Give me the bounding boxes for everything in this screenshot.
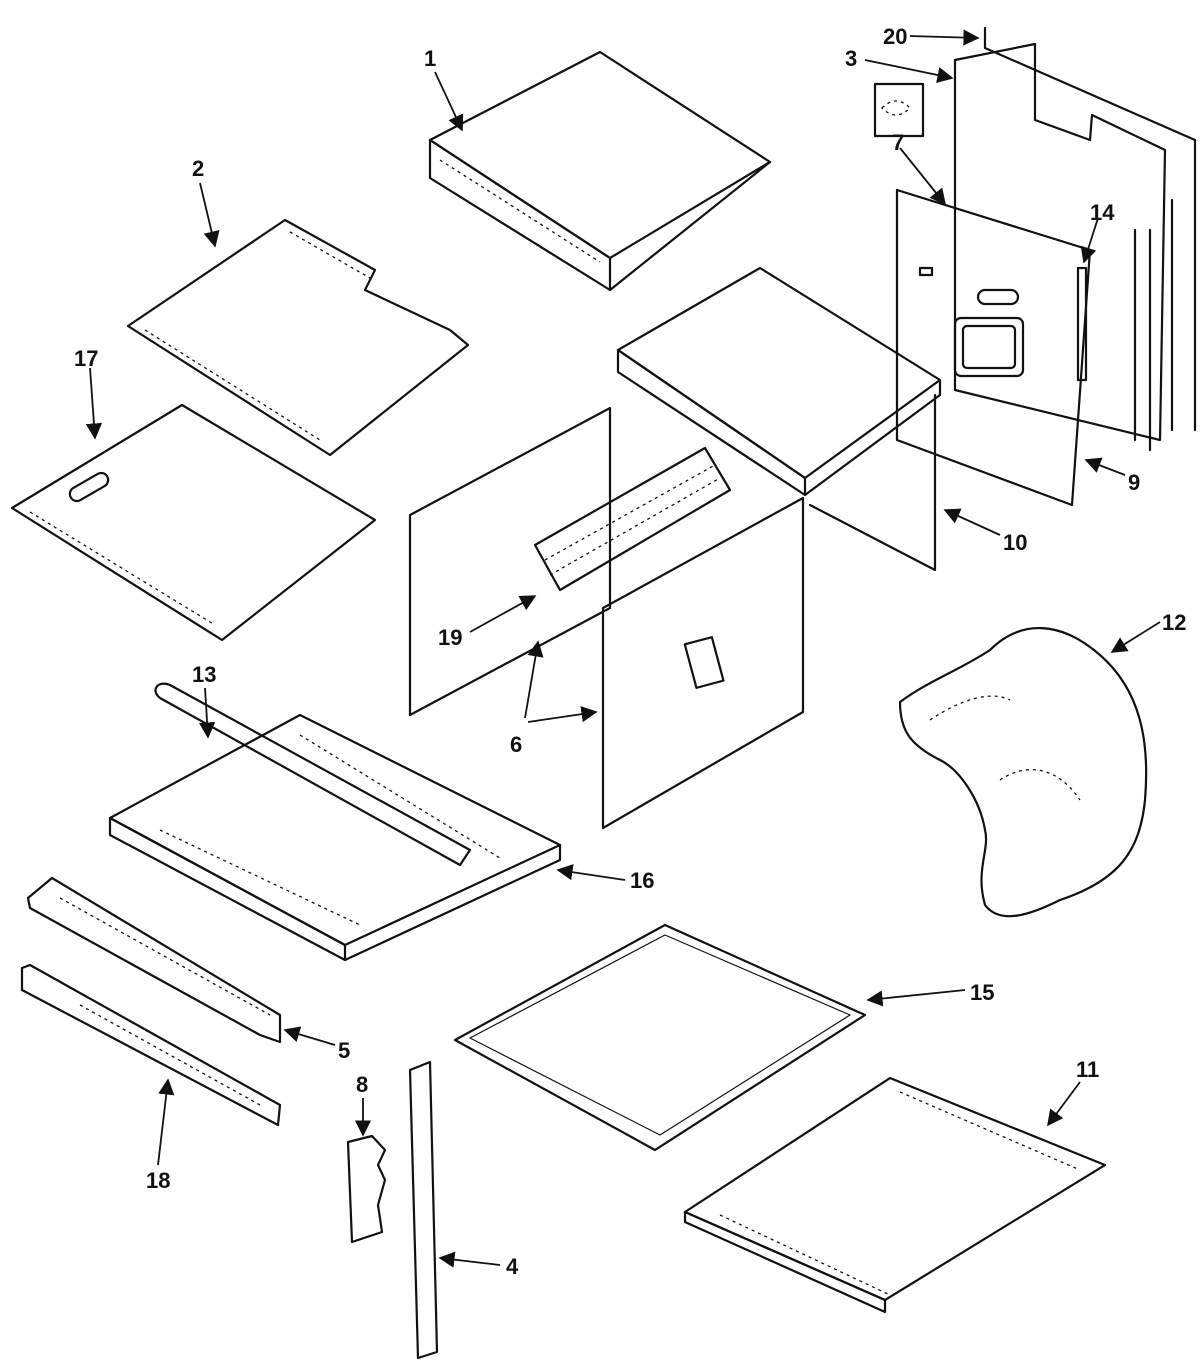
part-3-back-panel[interactable]: [953, 42, 1167, 452]
callout-20: 20: [883, 24, 907, 49]
callout-13: 13: [192, 662, 216, 687]
part-13-front-frame[interactable]: [154, 682, 472, 867]
part-19-vent-bracket[interactable]: [533, 446, 732, 592]
part-1-top-panel[interactable]: [428, 50, 772, 292]
callout-14: 14: [1090, 200, 1115, 225]
callout-15: 15: [970, 980, 994, 1005]
part-4-trim-strip[interactable]: [408, 1060, 439, 1360]
callout-1: 1: [424, 46, 436, 71]
part-15-bottom-panel[interactable]: [453, 923, 867, 1152]
part-17-shelf-panel[interactable]: [10, 403, 377, 642]
callout-18: 18: [146, 1168, 170, 1193]
callout-labels: 1 2 3 4 5 6 7 8 9 10 11 12 13 14 15 16 1…: [74, 24, 1186, 1279]
callout-9: 9: [1128, 470, 1140, 495]
callout-8: 8: [356, 1072, 368, 1097]
part-20-back-insulation[interactable]: [983, 26, 1197, 432]
part-10-insulation-block[interactable]: [616, 266, 942, 572]
part-9-inner-back-panel[interactable]: [895, 188, 1092, 507]
part-2-shelf-panel[interactable]: [126, 218, 470, 457]
part-6-side-panels[interactable]: [408, 406, 805, 830]
callout-4: 4: [506, 1254, 519, 1279]
callout-3: 3: [845, 46, 857, 71]
callout-7: 7: [892, 130, 904, 155]
callout-11: 11: [1076, 1057, 1099, 1082]
part-5-vent-rail[interactable]: [26, 876, 282, 1044]
callout-5: 5: [338, 1038, 350, 1063]
part-12-insulation-blanket[interactable]: [898, 627, 1148, 918]
part-14-strip[interactable]: [1076, 266, 1088, 382]
callout-12: 12: [1162, 610, 1186, 635]
part-7-label[interactable]: [873, 82, 925, 138]
part-11-bottom-tray[interactable]: [683, 1076, 1107, 1314]
part-18-toe-kick-panel[interactable]: [20, 963, 282, 1127]
callout-6: 6: [510, 732, 522, 757]
callout-19: 19: [438, 625, 462, 650]
leader-lines: [85, 29, 1161, 1268]
callout-16: 16: [630, 868, 654, 893]
callout-10: 10: [1003, 530, 1027, 555]
part-8-bracket[interactable]: [346, 1134, 387, 1244]
callout-2: 2: [192, 156, 204, 181]
part-16-base-tray[interactable]: [108, 713, 562, 962]
callout-17: 17: [74, 346, 98, 371]
